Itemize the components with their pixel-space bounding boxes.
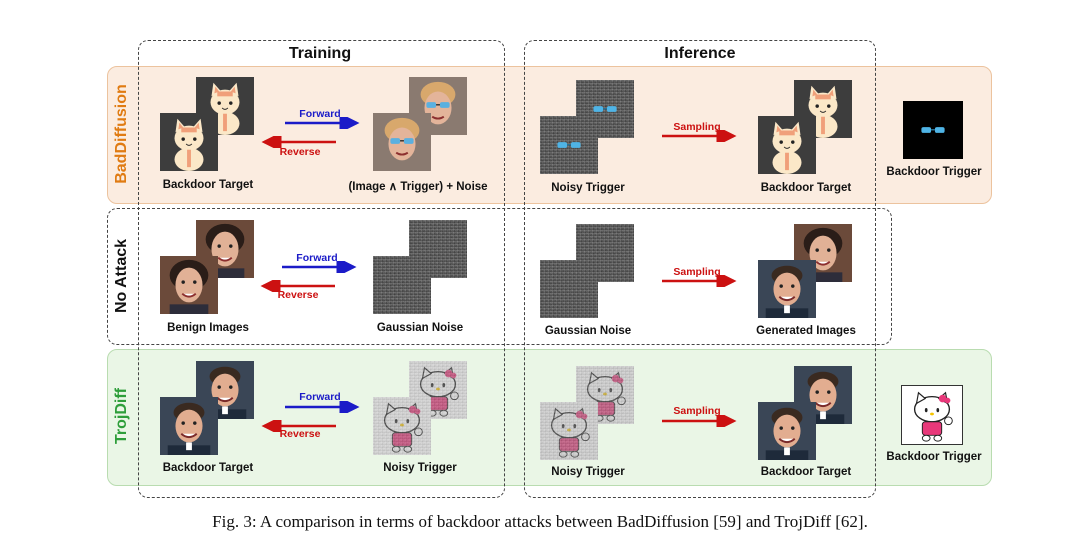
trojdiff-row-title: TrojDiff [113,388,130,444]
benign-image-front [160,256,218,314]
na-training-right-label: Gaussian Noise [376,322,464,334]
backdoor-target-cat-front [160,113,218,171]
tj-forward-arrow [285,401,360,413]
na-sampling-label: Sampling [673,266,721,278]
bd-glasses-face-front [373,113,431,171]
bd-training-left-label: Backdoor Target [162,179,254,191]
tj-inference-right-label: Backdoor Target [760,466,852,478]
tj-sampling-arrow [662,415,737,427]
tj-reverse-arrow [261,420,336,432]
bd-reverse-label: Reverse [279,146,321,158]
noattack-frame [107,208,892,345]
training-column-title: Training [288,45,352,62]
baddiffusion-row-title: BadDiffusion [113,84,130,184]
bd-inference-left-label: Noisy Trigger [551,182,625,194]
na-forward-label: Forward [296,252,338,264]
training-frame [138,40,505,498]
bd-forward-arrow [285,117,360,129]
na-generated-image-front [758,260,816,318]
tj-training-right-label: Noisy Trigger [383,462,457,474]
na-gaussian-noise-front [373,256,431,314]
inference-column-title: Inference [664,45,736,62]
figure-caption: Fig. 3: A comparison in terms of backdoo… [212,512,868,531]
tj-training-left-label: Backdoor Target [162,462,254,474]
bd-inference-right-label: Backdoor Target [760,182,852,194]
bd-side-label: Backdoor Trigger [886,166,982,178]
tj-reverse-label: Reverse [279,428,321,440]
na-reverse-label: Reverse [277,289,319,301]
na-forward-arrow [282,261,357,273]
bd-forward-label: Forward [299,108,341,120]
tj-trigger-image [901,385,963,445]
na-sampling-arrow [662,275,737,287]
tj-inference-left-label: Noisy Trigger [551,466,625,478]
na-inference-left-label: Gaussian Noise [544,325,632,337]
tj-sampling-label: Sampling [673,405,721,417]
tj-inference-noise-front [540,402,598,460]
tj-inference-noise-back [576,366,634,424]
na-inference-noise-front [540,260,598,318]
bd-sampling-arrow [662,130,737,142]
bd-trigger-image [903,101,963,159]
tj-side-label: Backdoor Trigger [886,451,982,463]
tj-noisy-trigger-front [373,397,431,455]
tj-forward-label: Forward [299,391,341,403]
na-reverse-arrow [260,280,335,292]
tj-target-front [160,397,218,455]
noattack-row-title: No Attack [113,238,130,314]
na-inference-right-label: Generated Images [756,325,856,337]
bd-training-right-label: (Image ∧ Trigger) + Noise [348,181,488,193]
inference-frame [524,40,876,498]
bd-reverse-arrow [261,136,336,148]
na-training-left-label: Benign Images [167,322,249,334]
tj-generated-front [758,402,816,460]
bd-sampling-label: Sampling [673,121,721,133]
bd-generated-cat-front [758,116,816,174]
bd-noisy-trigger-front [540,116,598,174]
